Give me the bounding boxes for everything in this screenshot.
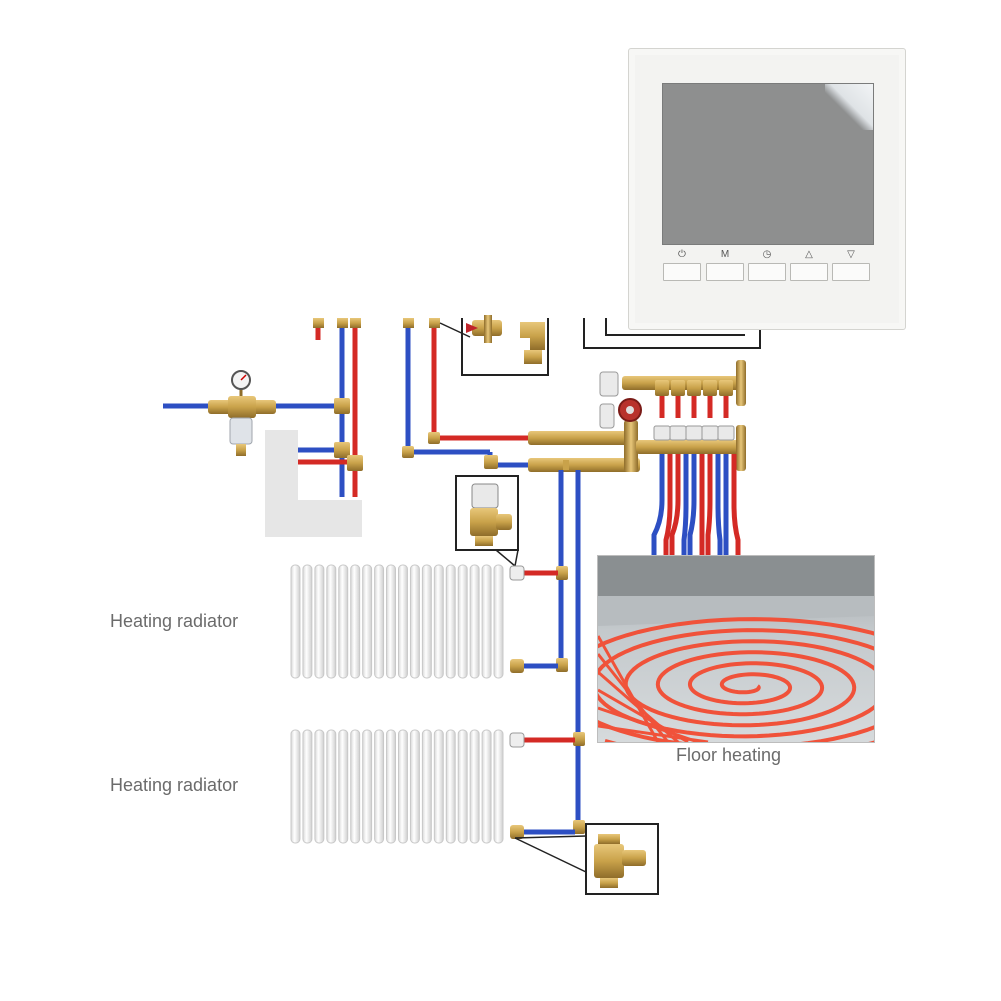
radiator-fin [457,564,468,679]
radiator-fin [374,729,385,844]
radiator-fin [338,729,349,844]
mode-button[interactable]: M [706,250,744,281]
radiator-fin [362,729,373,844]
underfloor-pipe [663,454,673,556]
up-arrow-icon: △ [805,249,813,260]
manifold-fitting [703,380,717,396]
radiator-fin [409,729,420,844]
flow-meter [669,425,687,441]
radiator-fin [386,729,396,844]
thermostat: ⏻ M ◷ △ ▽ [628,48,906,330]
supply-pipes [402,318,530,469]
underfloor-pipe [681,454,689,556]
flow-meter [701,425,719,441]
flow-meter [717,425,735,441]
radiator-fin [469,564,480,679]
radiator-fin [314,564,325,679]
radiator-fin [457,729,468,844]
manifold-fitting [671,380,685,396]
floor-heating-coil [598,724,709,742]
radiator-fin [302,564,313,679]
radiator-fin [302,729,313,844]
radiator-fin [398,729,408,844]
down-button[interactable]: ▽ [832,250,870,281]
mode-icon: M [720,249,730,260]
heating-radiator-top [290,564,504,679]
radiator-fin [445,729,456,844]
radiator-fin [338,564,349,679]
radiator-fin [421,729,432,844]
manifold-fitting [655,380,669,396]
radiator-label-bottom: Heating radiator [110,775,239,795]
manifold-fitting [687,380,701,396]
thermostat-screen [662,83,874,245]
radiator-fin [290,564,301,679]
up-button[interactable]: △ [790,250,828,281]
radiator-fin [326,564,337,679]
floor-heating-coil [598,706,699,742]
floor-heating-label: Floor heating [676,745,782,765]
underfloor-pipe [687,454,697,556]
underfloor-pipe [651,454,665,556]
radiator-fin [350,564,361,679]
radiator-fin [374,564,385,679]
floor-heating-coil [598,617,874,742]
power-icon: ⏻ [678,249,686,260]
riser-pipes [298,318,363,497]
control-wires [583,318,761,349]
pressure-gauge-icon [231,370,251,390]
water-filter [208,386,276,456]
floor-heating-manifold [528,360,746,472]
down-arrow-icon: ▽ [847,249,855,260]
radiator-fin [481,729,492,844]
radiator-fin [350,729,361,844]
screen-protector-peel [825,84,873,130]
radiator-fin [481,564,492,679]
radiator-fin [290,729,301,844]
underfloor-pipe [731,454,741,556]
underfloor-pipe [669,454,681,556]
clock-button[interactable]: ◷ [748,250,786,281]
valve-inset [439,315,549,376]
underfloor-pipe [715,454,723,556]
radiator-fin [362,564,373,679]
radiator-fin [433,564,444,679]
manifold-outlets [651,380,741,556]
manifold-fitting [719,380,733,396]
clock-icon: ◷ [762,249,772,260]
radiator-fin [445,564,456,679]
pump-icon [618,398,642,422]
radiator-fin [421,564,432,679]
radiator-fin [386,564,396,679]
tee-valve-icon [455,475,519,567]
radiator-fin [398,564,408,679]
radiator-fin [493,564,504,679]
valve-icon [514,823,659,895]
radiator-fin [493,729,504,844]
heating-radiator-bottom [290,729,504,844]
radiator-fin [469,729,480,844]
radiator-fin [433,729,444,844]
radiator-label-top: Heating radiator [110,611,239,631]
wall-block [265,430,362,537]
radiator-risers [509,460,585,839]
floor-heating-photo [597,555,875,743]
flow-meter [653,425,671,441]
radiator-fin [409,564,420,679]
radiator-fin [314,729,325,844]
flow-meter [685,425,703,441]
radiator-fin [326,729,337,844]
power-button[interactable]: ⏻ [663,250,701,281]
underfloor-pipe [705,454,713,556]
